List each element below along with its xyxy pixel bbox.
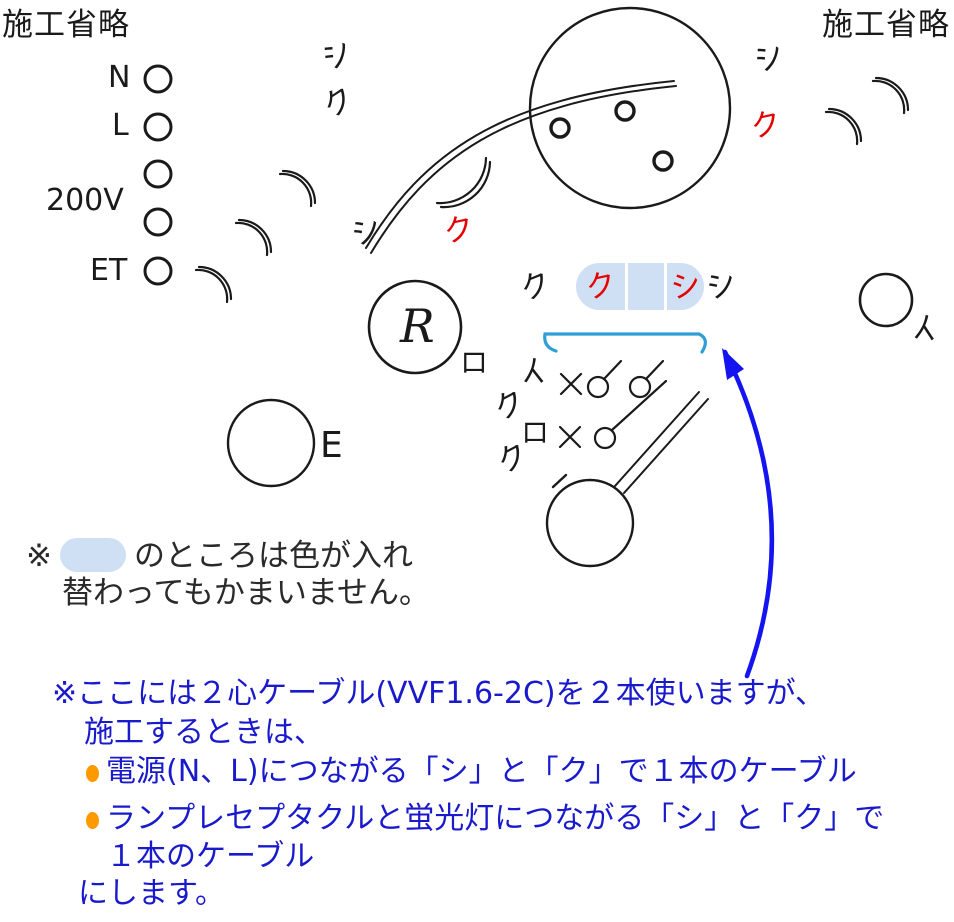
note-cable-closing: にします。 xyxy=(78,876,225,911)
note-cable-bullet2: ランプレセプタクルと蛍光灯につながる「シ」と「ク」で xyxy=(86,801,884,837)
switch-cross-mark xyxy=(559,372,583,396)
junction-box-circle xyxy=(528,6,732,210)
caption-top-left: 施工省略 xyxy=(2,7,130,43)
source-cable-curve xyxy=(365,80,677,254)
cable-span-bracket xyxy=(543,332,707,354)
color-swap-pill-legend xyxy=(59,538,126,572)
cable-stub-arcs-right xyxy=(824,76,910,146)
note-color-swap-line1: ※ のところは色が入れ xyxy=(26,538,413,572)
terminal-et-circle xyxy=(143,256,173,286)
arrowhead xyxy=(722,348,744,380)
wire-label-kuro-red: ク xyxy=(747,105,785,146)
color-swap-pill-right: シ xyxy=(667,263,704,310)
power-terminal-circles xyxy=(143,64,173,286)
color-swap-pill-left: ク xyxy=(576,263,625,310)
note-cable-line1: ※ここには２心ケーブル(VVF1.6-2C)を２本使いますが、 xyxy=(52,676,826,711)
switch-cross-mark xyxy=(558,425,582,449)
switch-terminal-circle xyxy=(586,375,610,399)
wire-label-kuro-red: ク xyxy=(440,210,478,251)
color-swap-pill-middle xyxy=(628,263,664,310)
wire-joint-dot xyxy=(614,100,636,122)
cable-stub-arcs-left xyxy=(194,169,317,304)
wire-joint-dot xyxy=(652,150,674,172)
cable-stub-arc-mid xyxy=(435,156,492,209)
terminal-n-label: N xyxy=(108,60,131,95)
bottom-box-circle xyxy=(545,473,635,568)
terminal-200v-circle-2 xyxy=(143,207,173,237)
switch-terminal-circle xyxy=(628,375,652,399)
terminal-n-circle xyxy=(143,64,173,94)
circuit-label-ro: ロ xyxy=(521,416,550,449)
terminal-200v-label: 200V xyxy=(46,183,124,218)
annotation-arrow xyxy=(722,348,775,679)
note-cable-bullet1-text: 電源(N、L)につながる「シ」と「ク」で１本のケーブル xyxy=(106,754,857,789)
note-color-swap-line2: 替わってもかまいません。 xyxy=(62,575,430,611)
receptacle-letter: R xyxy=(400,299,435,353)
caption-top-right: 施工省略 xyxy=(822,7,950,43)
terminal-l-label: L xyxy=(112,108,129,143)
diagonal-cable-pair xyxy=(614,391,709,494)
note-cable-bullet1: 電源(N、L)につながる「シ」と「ク」で１本のケーブル xyxy=(86,754,857,790)
switch-lever xyxy=(610,379,668,432)
note-cable-line2: 施工するときは、 xyxy=(84,715,324,750)
switch-lever xyxy=(602,359,623,381)
earth-letter: E xyxy=(320,425,343,466)
note-cable-bullet2-text: ランプレセプタクルと蛍光灯につながる「シ」と「ク」で xyxy=(106,801,885,836)
switch-terminal-circle xyxy=(593,426,617,450)
note-cable-bullet2-cont: １本のケーブル xyxy=(106,839,315,874)
switch-ro-symbol xyxy=(558,379,668,450)
wire-joint-dot xyxy=(549,117,571,139)
terminal-200v-circle-1 xyxy=(143,159,173,189)
wire-label-shiro-highlighted: シ xyxy=(667,265,704,307)
wire-label-kuro-highlighted: ク xyxy=(582,265,619,307)
switch-lever xyxy=(644,359,665,381)
bullet-icon xyxy=(86,812,99,829)
lamp-receptacle-circle xyxy=(367,279,463,375)
switch-i-symbol xyxy=(559,359,665,399)
receptacle-circuit-label: ロ xyxy=(460,346,489,379)
terminal-l-circle xyxy=(143,112,173,142)
lamp-i-circle xyxy=(858,272,914,328)
wire-stub-tick xyxy=(551,473,568,489)
bullet-icon xyxy=(86,765,99,782)
earth-device-circle xyxy=(226,398,316,488)
terminal-et-label: ET xyxy=(90,253,128,288)
note-color-swap-text: のところは色が入れ xyxy=(133,538,413,574)
note-mark: ※ xyxy=(26,538,52,574)
